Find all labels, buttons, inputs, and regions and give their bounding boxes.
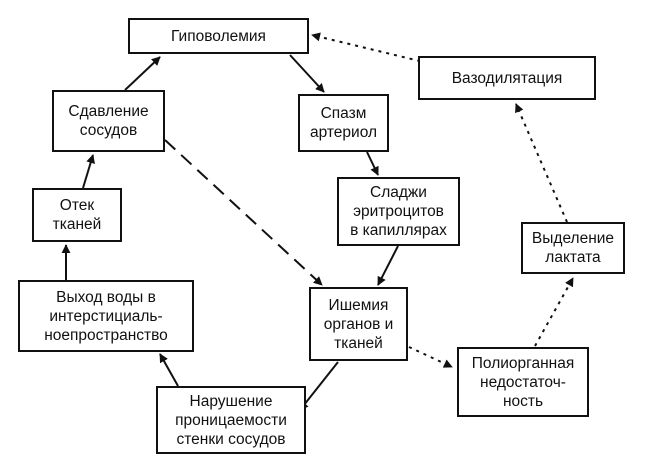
node-hypovolemia-label: Гиповолемия — [171, 27, 266, 45]
node-tissue-edema-label: Отек тканей — [52, 197, 102, 233]
arrow-hypovolemia-to-spasm — [289, 54, 325, 93]
arrow-compression-to-hypovolemia — [124, 56, 161, 91]
node-permeability: Нарушение проницаемости стенки сосудов — [156, 386, 306, 454]
node-erythrocyte-sludge: Сладжи эритроцитов в капиллярах — [337, 177, 460, 246]
node-ischemia: Ишемия органов и тканей — [309, 287, 408, 361]
arrow-edema-to-compression — [82, 154, 95, 189]
node-multiorgan-failure: Полиорганная недостаточ- ность — [457, 347, 589, 417]
node-water-exit-label: Выход воды в интерстициаль- ноепространс… — [44, 288, 168, 344]
arrow-lactate-to-vasodilation-dotted — [515, 103, 568, 223]
arrow-multiorgan-to-lactate-dotted — [534, 277, 574, 347]
arrow-ischemia-to-permeability — [299, 361, 339, 411]
arrow-compression-to-ischemia-dashed — [164, 139, 323, 286]
node-multiorgan-failure-label: Полиорганная недостаточ- ность — [471, 354, 575, 410]
node-lactate-release: Выделение лактата — [521, 222, 625, 274]
node-arteriole-spasm-label: Спазм артериол — [309, 105, 378, 141]
arrow-vasodilation-to-hypovolemia-dotted — [311, 32, 429, 64]
node-vasodilation: Вазодилятация — [418, 56, 596, 100]
arrow-permeability-to-water — [159, 353, 179, 387]
node-water-exit: Выход воды в интерстициаль- ноепространс… — [18, 280, 194, 352]
node-hypovolemia: Гиповолемия — [128, 18, 309, 54]
node-erythrocyte-sludge-label: Сладжи эритроцитов в капиллярах — [350, 184, 447, 239]
arrow-spasm-to-sludge — [366, 151, 379, 176]
node-vessel-compression-label: Сдавление сосудов — [68, 103, 149, 139]
node-lactate-release-label: Выделение лактата — [531, 230, 615, 266]
node-permeability-label: Нарушение проницаемости стенки сосудов — [175, 392, 287, 448]
node-ischemia-label: Ишемия органов и тканей — [323, 296, 394, 352]
node-tissue-edema: Отек тканей — [32, 188, 122, 242]
node-vasodilation-label: Вазодилятация — [451, 69, 563, 87]
node-arteriole-spasm: Спазм артериол — [298, 94, 389, 152]
arrow-ischemia-to-multiorgan-dotted — [408, 346, 453, 368]
node-vessel-compression: Сдавление сосудов — [52, 90, 165, 152]
arrow-sludge-to-ischemia — [377, 245, 399, 286]
